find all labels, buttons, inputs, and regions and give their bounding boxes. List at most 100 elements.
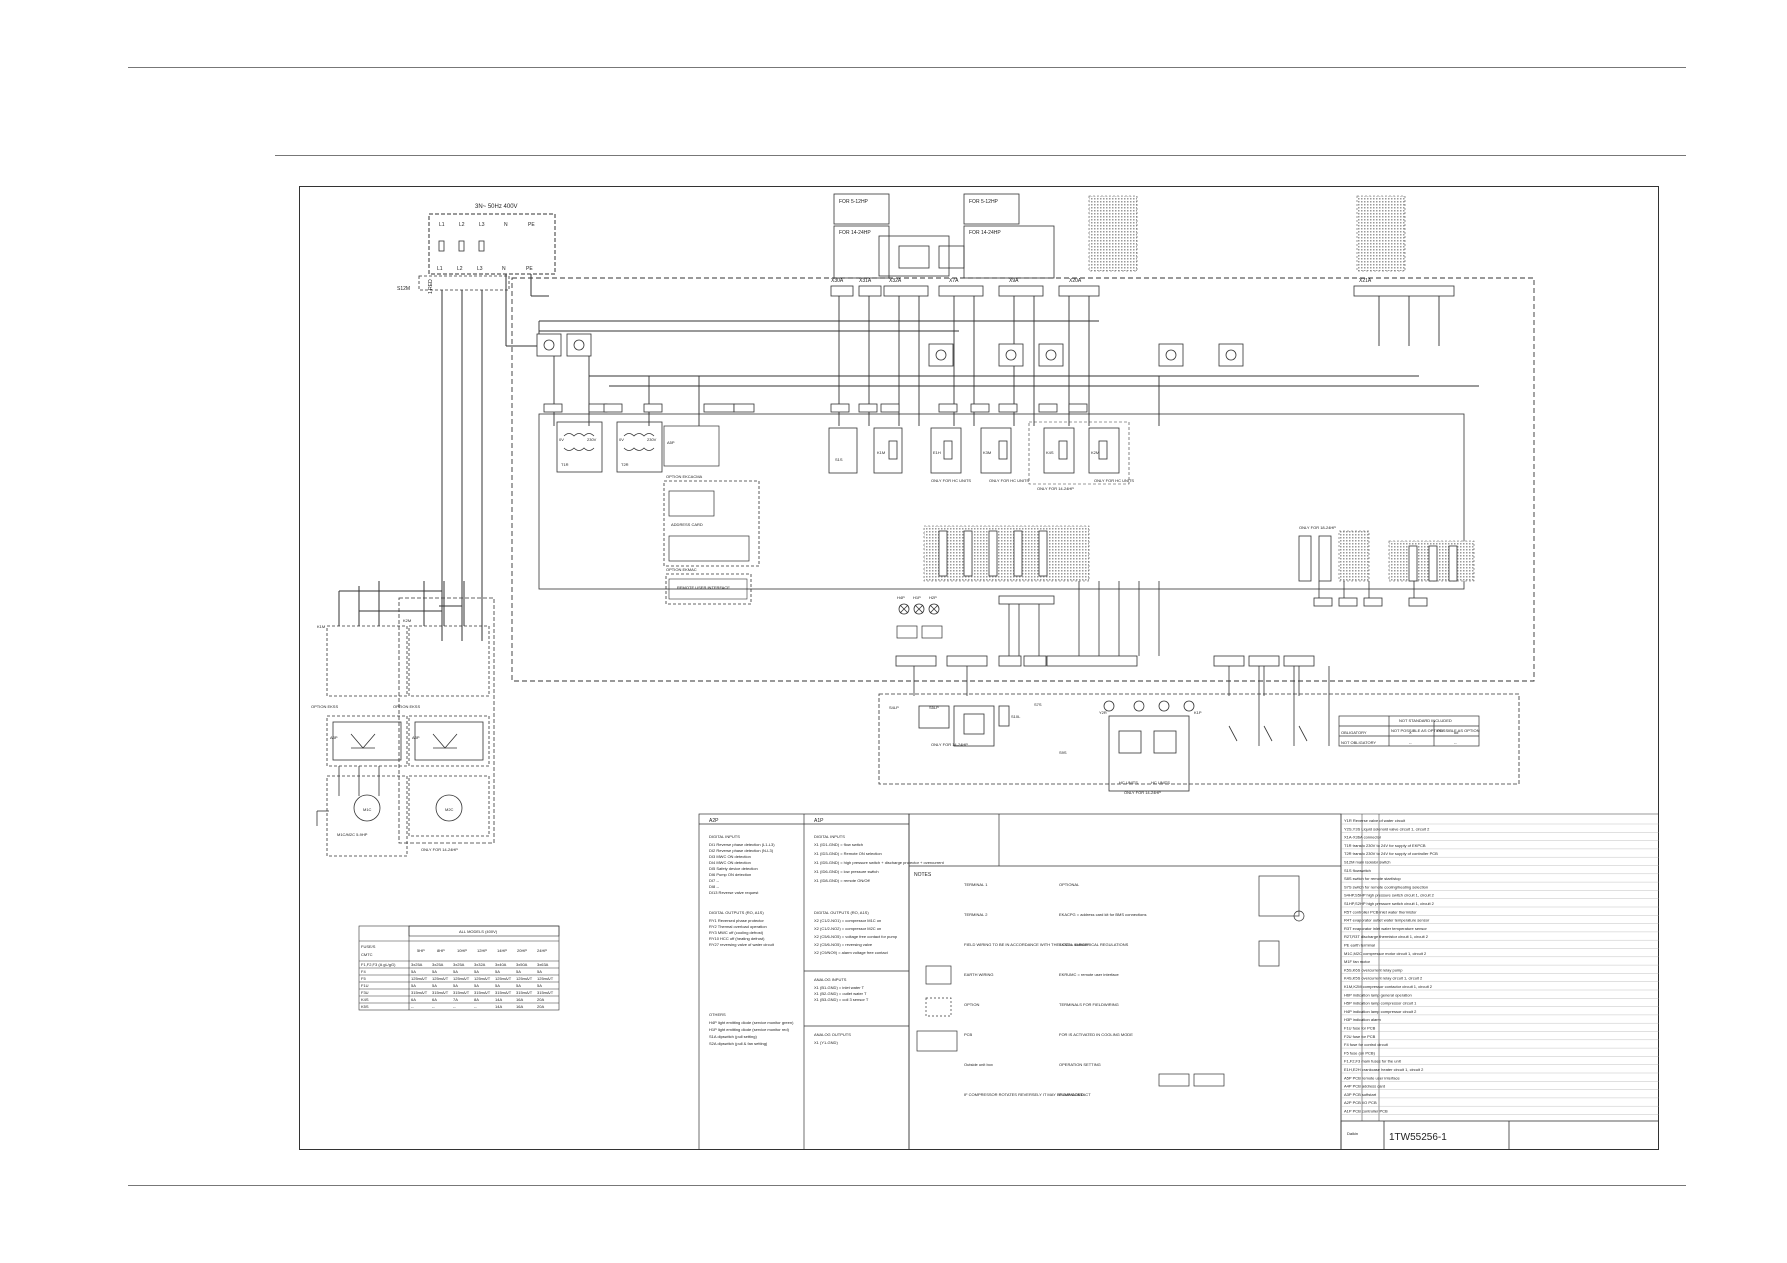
svg-text:NOT POSSIBLE AS OPTION: NOT POSSIBLE AS OPTION <box>1391 728 1443 733</box>
fuse-table-cell: 8A <box>474 997 479 1002</box>
fuse-table-cell: 20A <box>537 997 544 1002</box>
parts-list-row: K5S,K6S overcurrent relay pump <box>1344 967 1403 972</box>
top-connector-row <box>830 285 1455 297</box>
fuse-table-header: 24HP <box>537 948 547 953</box>
svg-text:POSSIBLE AS OPTION: POSSIBLE AS OPTION <box>1437 728 1480 733</box>
svg-text:ONLY FOR 14-24HP: ONLY FOR 14-24HP <box>1037 486 1074 491</box>
fuse-table-cell: 5A <box>432 983 437 988</box>
note-item: EARTH WIRING <box>964 972 993 977</box>
note-item: FIELD WIRING TO BE IN ACCORDANCE WITH TH… <box>964 942 1129 947</box>
svg-text:OTHERS: OTHERS <box>709 1012 726 1017</box>
parts-list-row: M1C,M2C compressor motor circuit 1, circ… <box>1344 951 1427 956</box>
a1p-output-item: X2 (C5/6-NO5) = voltage free contact for… <box>814 934 898 939</box>
fuse-table-cell: 315mA/T <box>411 990 428 995</box>
fuse-table-header: 5HP <box>417 948 425 953</box>
option-d-label: FOR 14-24HP <box>969 230 1001 236</box>
svg-text:S7S: S7S <box>1034 702 1042 707</box>
parts-list-row: K1M,K2M compressor contactor circuit 1, … <box>1344 984 1433 989</box>
other-item: S2A dipswitch (pull & fan setting) <box>709 1041 768 1046</box>
a1p-input-item: X1 (ID8-GND) = remote ON/Off <box>814 878 870 883</box>
footer-rule <box>128 1185 1686 1186</box>
fuse-table-cell: 5A <box>453 983 458 988</box>
a1p-output-item: X2 (C1/2-NO1) = compressor M1C on <box>814 918 881 923</box>
fuse-table-cell: 5A <box>474 983 479 988</box>
svg-text:L3: L3 <box>479 222 485 228</box>
fuse-table-cell: -- <box>453 1004 456 1009</box>
svg-text:DIGITAL INPUTS: DIGITAL INPUTS <box>709 834 740 839</box>
fuse-table-cell: 5A <box>453 969 458 974</box>
pcb-wiring <box>538 296 1479 426</box>
svg-text:X20A: X20A <box>1069 278 1082 284</box>
fuse-table-cell: -- <box>411 1004 414 1009</box>
legend-table <box>1338 715 1480 747</box>
a1p-output-item: X2 (C5/6-NO5) = reversing valve <box>814 942 873 947</box>
svg-text:NOTES: NOTES <box>914 872 932 878</box>
digital-output-item: RY10 HCC off (heating defrost) <box>709 936 765 941</box>
svg-text:K2M: K2M <box>403 618 411 623</box>
note-right-item: FOR IS ACTIVATED IN COOLING MODE <box>1059 1032 1133 1037</box>
a1p-input-item: X1 (ID5-GND) = high pressure switch + di… <box>814 860 945 865</box>
svg-text:ONLY FOR 18-24HP: ONLY FOR 18-24HP <box>1299 525 1336 530</box>
fuse-table-cell: F1,F2,F3 (A gL/gG) <box>361 962 396 967</box>
fuse-table-cell: 3x25A <box>411 962 423 967</box>
svg-text:OPTION EKCACMA: OPTION EKCACMA <box>666 474 703 479</box>
note-right-item: EKRUMC = remote user interface <box>1059 972 1119 977</box>
digital-input-item: DI6 Pump ON detection <box>709 872 751 877</box>
parts-list-row: S12M main isolator switch <box>1344 860 1390 865</box>
svg-text:L1: L1 <box>439 222 445 228</box>
svg-text:S1S: S1S <box>835 457 843 462</box>
option-address-card <box>663 480 760 567</box>
analog-output-item: X1 (Y1-GND) <box>814 1040 838 1045</box>
fuse-table-cell: 6A <box>432 997 437 1002</box>
svg-text:T1R: T1R <box>561 462 569 467</box>
fuse-table-cell: 5A <box>495 969 500 974</box>
analog-input-item: X1 (B2-GND) = outlet water T <box>814 991 867 996</box>
fuse-table-header: 10HP <box>457 948 467 953</box>
option-b-label: FOR 14-24HP <box>839 230 871 236</box>
main-switch-label: S12M <box>397 286 410 292</box>
svg-text:OBLIGATORY: OBLIGATORY <box>1341 730 1367 735</box>
fuse-table-cell: 5A <box>432 969 437 974</box>
fuse-table-cell: 315mA/T <box>516 990 533 995</box>
controller-pcb-area <box>511 277 1535 682</box>
svg-text:OPTION EKSS: OPTION EKSS <box>393 704 420 709</box>
analog-input-item: X1 (B3-GND) = coil 3 sensor T <box>814 997 869 1002</box>
svg-text:1 RED: 1 RED <box>428 279 434 294</box>
fuse-table-cell: 125mA/T <box>432 976 449 981</box>
note-right-item: OPERATION SETTING <box>1059 1062 1101 1067</box>
parts-list-row: K4S,K5S overcurrent relay circuit 1, cir… <box>1344 976 1423 981</box>
fuse-table-cell: 3x25A <box>453 962 465 967</box>
fuse-table-cell: 3x40A <box>495 962 507 967</box>
svg-text:K3M: K3M <box>983 450 991 455</box>
svg-text:L1: L1 <box>437 266 443 272</box>
parts-list-row: R2T,R3T discharge thermistor circuit 1, … <box>1344 934 1429 939</box>
svg-text:Daikin: Daikin <box>1347 1131 1358 1136</box>
svg-text:S4LP: S4LP <box>889 705 899 710</box>
a1p-output-item: X2 (C9/NO9) = alarm voltage free contact <box>814 950 889 955</box>
svg-text:M1C/M2C 5-9HP: M1C/M2C 5-9HP <box>337 832 368 837</box>
note-item: TERMINAL 1 <box>964 882 988 887</box>
svg-text:ADDRESS CARD: ADDRESS CARD <box>671 522 703 527</box>
fuse-table-header: 12HP <box>477 948 487 953</box>
svg-text:ONLY FOR HC UNITS: ONLY FOR HC UNITS <box>989 478 1029 483</box>
svg-text:L2: L2 <box>459 222 465 228</box>
digital-output-item: RY2 Thermal overload operation <box>709 924 767 929</box>
svg-text:ONLY FOR 14-24HP: ONLY FOR 14-24HP <box>421 847 458 852</box>
svg-text:A3P: A3P <box>412 735 420 740</box>
fuse-table-cell: 16A <box>516 997 523 1002</box>
fuse-table-cell: FUSE/S <box>361 944 376 949</box>
fuse-table-cell: 5A <box>411 969 416 974</box>
svg-text:K4S: K4S <box>1046 450 1054 455</box>
parts-list-row: Y2S,Y3S Liquid solenoid valve circuit 1,… <box>1344 826 1430 831</box>
fuse-table-cell: 3x25A <box>432 962 444 967</box>
svg-text:--: -- <box>1454 740 1457 745</box>
svg-text:L2: L2 <box>457 266 463 272</box>
supply-label: 3N~ 50Hz 400V <box>475 204 518 210</box>
note-right-item: EKACPG = address card kit for BMS connec… <box>1059 912 1146 917</box>
a1p-output-item: X2 (C1/2-NO2) = compressor M2C on <box>814 926 881 931</box>
svg-text:OPTION EKMAC: OPTION EKMAC <box>666 567 697 572</box>
parts-list-row: H6P indication lamp general operation <box>1344 992 1412 997</box>
fuse-table-header: 8HP <box>437 948 445 953</box>
analog-input-item: X1 (B1-GND) = inlet water T <box>814 985 865 990</box>
